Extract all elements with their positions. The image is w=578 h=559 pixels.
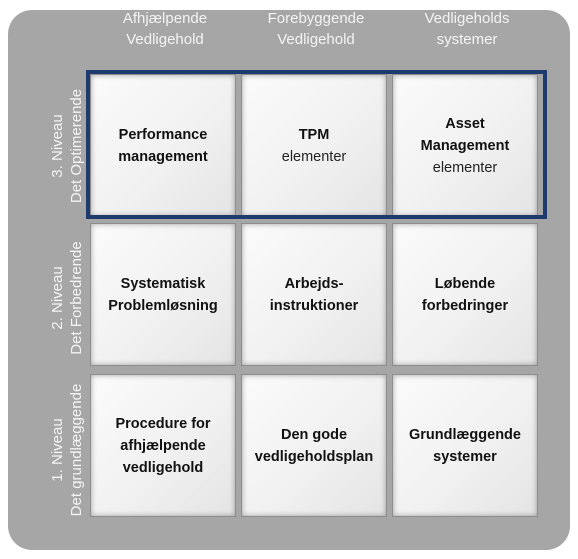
cell-arbejdsinstruktioner: Arbejds- instruktioner — [241, 223, 387, 366]
cell-asset-management-elementer: Asset Management elementer — [392, 74, 538, 217]
row-label-line1: 1. Niveau — [49, 418, 66, 482]
cell-title: Den gode vedligeholdsplan — [254, 426, 374, 465]
cell-performance-management: Performance management — [90, 74, 236, 217]
row-label-niveau-1: 1. Niveau Det grundlæggende — [48, 375, 88, 525]
column-header-vedligeholdssystemer: Vedligeholds systemer — [392, 8, 542, 50]
cell-title: Systematisk Problemløsning — [108, 275, 218, 314]
cell-title: Asset Management — [420, 115, 510, 154]
cell-den-gode-vedligeholdsplan: Den gode vedligeholdsplan — [241, 374, 387, 517]
row-label-line1: 3. Niveau — [49, 114, 66, 178]
column-header-line1: Vedligeholds — [424, 10, 510, 27]
cell-subtitle: elementer — [432, 159, 498, 176]
row-label-line2: Det grundlæggende — [68, 383, 85, 517]
cell-title: TPM — [298, 126, 330, 143]
row-label-niveau-2: 2. Niveau Det Forbedrende — [48, 223, 88, 373]
cell-title: Performance management — [118, 126, 208, 165]
column-header-line1: Forebyggende — [267, 10, 365, 27]
cell-grundlaeggende-systemer: Grundlæggende systemer — [392, 374, 538, 517]
column-header-line2: systemer — [436, 31, 498, 48]
row-label-niveau-3: 3. Niveau Det Optimerende — [48, 71, 88, 221]
cell-title: Grundlæggende systemer — [409, 426, 521, 465]
cell-title: Løbende forbedringer — [421, 275, 509, 314]
column-header-line1: Afhjælpende — [122, 10, 208, 27]
column-header-afhjaelpende: Afhjælpende Vedligehold — [90, 8, 240, 50]
cell-subtitle: elementer — [281, 148, 347, 165]
row-label-line1: 2. Niveau — [49, 266, 66, 330]
cell-procedure-afhjaelpende: Procedure for afhjælpende vedligehold — [90, 374, 236, 517]
row-label-line2: Det Forbedrende — [68, 241, 85, 355]
column-header-line2: Vedligehold — [277, 31, 355, 48]
row-label-line2: Det Optimerende — [68, 88, 85, 204]
cell-tpm-elementer: TPM elementer — [241, 74, 387, 217]
cell-title: Procedure for afhjælpende vedligehold — [115, 415, 211, 476]
column-header-line2: Vedligehold — [126, 31, 204, 48]
cell-systematisk-problemlosning: Systematisk Problemløsning — [90, 223, 236, 366]
cell-lobende-forbedringer: Løbende forbedringer — [392, 223, 538, 366]
cell-title: Arbejds- instruktioner — [269, 275, 359, 314]
column-header-forebyggende: Forebyggende Vedligehold — [241, 8, 391, 50]
